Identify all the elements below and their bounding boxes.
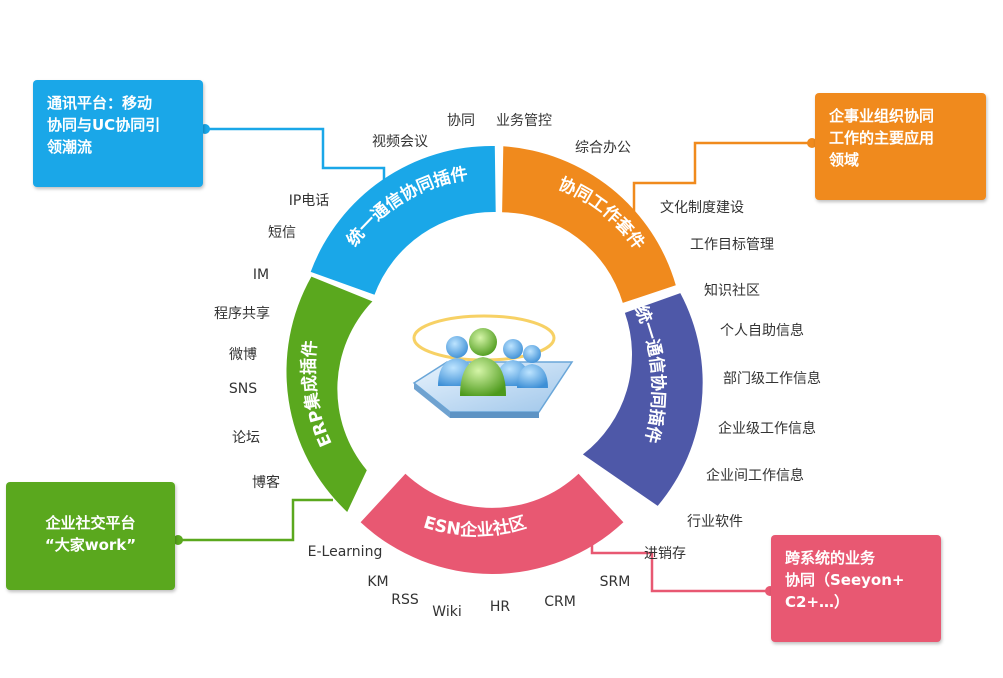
label-ipdianhua: IP电话 <box>288 193 330 209</box>
label-xietong: 协同 <box>447 113 475 129</box>
callout-bottom-right: 跨系统的业务 协同（Seeyon+ C2+…） <box>771 535 941 642</box>
label-jinxiaocun: 进销存 <box>644 546 686 562</box>
label-luntan: 论坛 <box>232 430 260 446</box>
label-gerenzizhu: 个人自助信息 <box>720 323 804 339</box>
callout-line: C2+…） <box>785 593 850 611</box>
callout-line: 企事业组织协同 <box>829 107 935 125</box>
label-bumenji: 部门级工作信息 <box>723 371 821 387</box>
ring-segment-pink <box>360 473 624 574</box>
ring-segment-orange <box>502 146 676 303</box>
callout-bottom-left: 企业社交平台 “大家work” <box>6 482 175 590</box>
callout-line: 工作的主要应用 <box>829 129 935 147</box>
callout-line: 协同与UC协同引 <box>47 116 161 134</box>
label-im: IM <box>252 267 270 283</box>
label-qiyejian: 企业间工作信息 <box>706 468 804 484</box>
connector-dot-top-right <box>807 138 817 148</box>
callout-line: 领潮流 <box>47 138 93 156</box>
connector-dot-bottom-left <box>173 535 183 545</box>
callout-line: “大家work” <box>44 536 137 554</box>
ring-segment-green <box>286 276 373 512</box>
connector-bottom-left <box>178 498 333 542</box>
label-boke: 博客 <box>252 475 280 491</box>
label-shipinhuiyi: 视频会议 <box>372 134 428 150</box>
label-hr: HR <box>489 599 511 615</box>
callout-line: 企业社交平台 <box>45 514 136 532</box>
label-srm: SRM <box>599 574 631 590</box>
label-sns: SNS <box>228 381 258 397</box>
callout-line: 通讯平台：移动 <box>47 94 153 112</box>
label-wenhua: 文化制度建设 <box>660 200 744 216</box>
label-chengxugongxiang: 程序共享 <box>214 306 270 322</box>
connector-bottom-right <box>590 528 770 593</box>
callout-top-left: 通讯平台：移动 协同与UC协同引 领潮流 <box>33 80 203 187</box>
callout-top-right: 企事业组织协同 工作的主要应用 领域 <box>815 93 986 200</box>
label-hangye: 行业软件 <box>687 514 743 530</box>
label-crm: CRM <box>544 594 576 610</box>
callout-line: 跨系统的业务 <box>785 549 876 567</box>
label-rss: RSS <box>391 592 419 608</box>
label-zonghebangong: 综合办公 <box>575 140 631 156</box>
callout-line: 领域 <box>829 151 860 169</box>
label-km: KM <box>367 574 389 590</box>
connector-top-right <box>632 141 812 220</box>
label-duanxin: 短信 <box>268 225 296 241</box>
label-gongzuomubiao: 工作目标管理 <box>690 237 774 253</box>
ring-segment-purple <box>582 293 703 506</box>
ring-segment-blue <box>310 145 496 295</box>
label-zhishishequ: 知识社区 <box>704 283 760 299</box>
label-wiki: Wiki <box>432 604 462 620</box>
label-qiyeji: 企业级工作信息 <box>718 421 816 437</box>
callout-line: 协同（Seeyon+ <box>785 571 905 589</box>
label-elearning: E-Learning <box>307 544 383 560</box>
connector-top-left <box>205 127 386 195</box>
people-group-icon <box>412 314 574 418</box>
label-weibo: 微博 <box>229 347 257 363</box>
label-yewuguankong: 业务管控 <box>496 113 552 129</box>
